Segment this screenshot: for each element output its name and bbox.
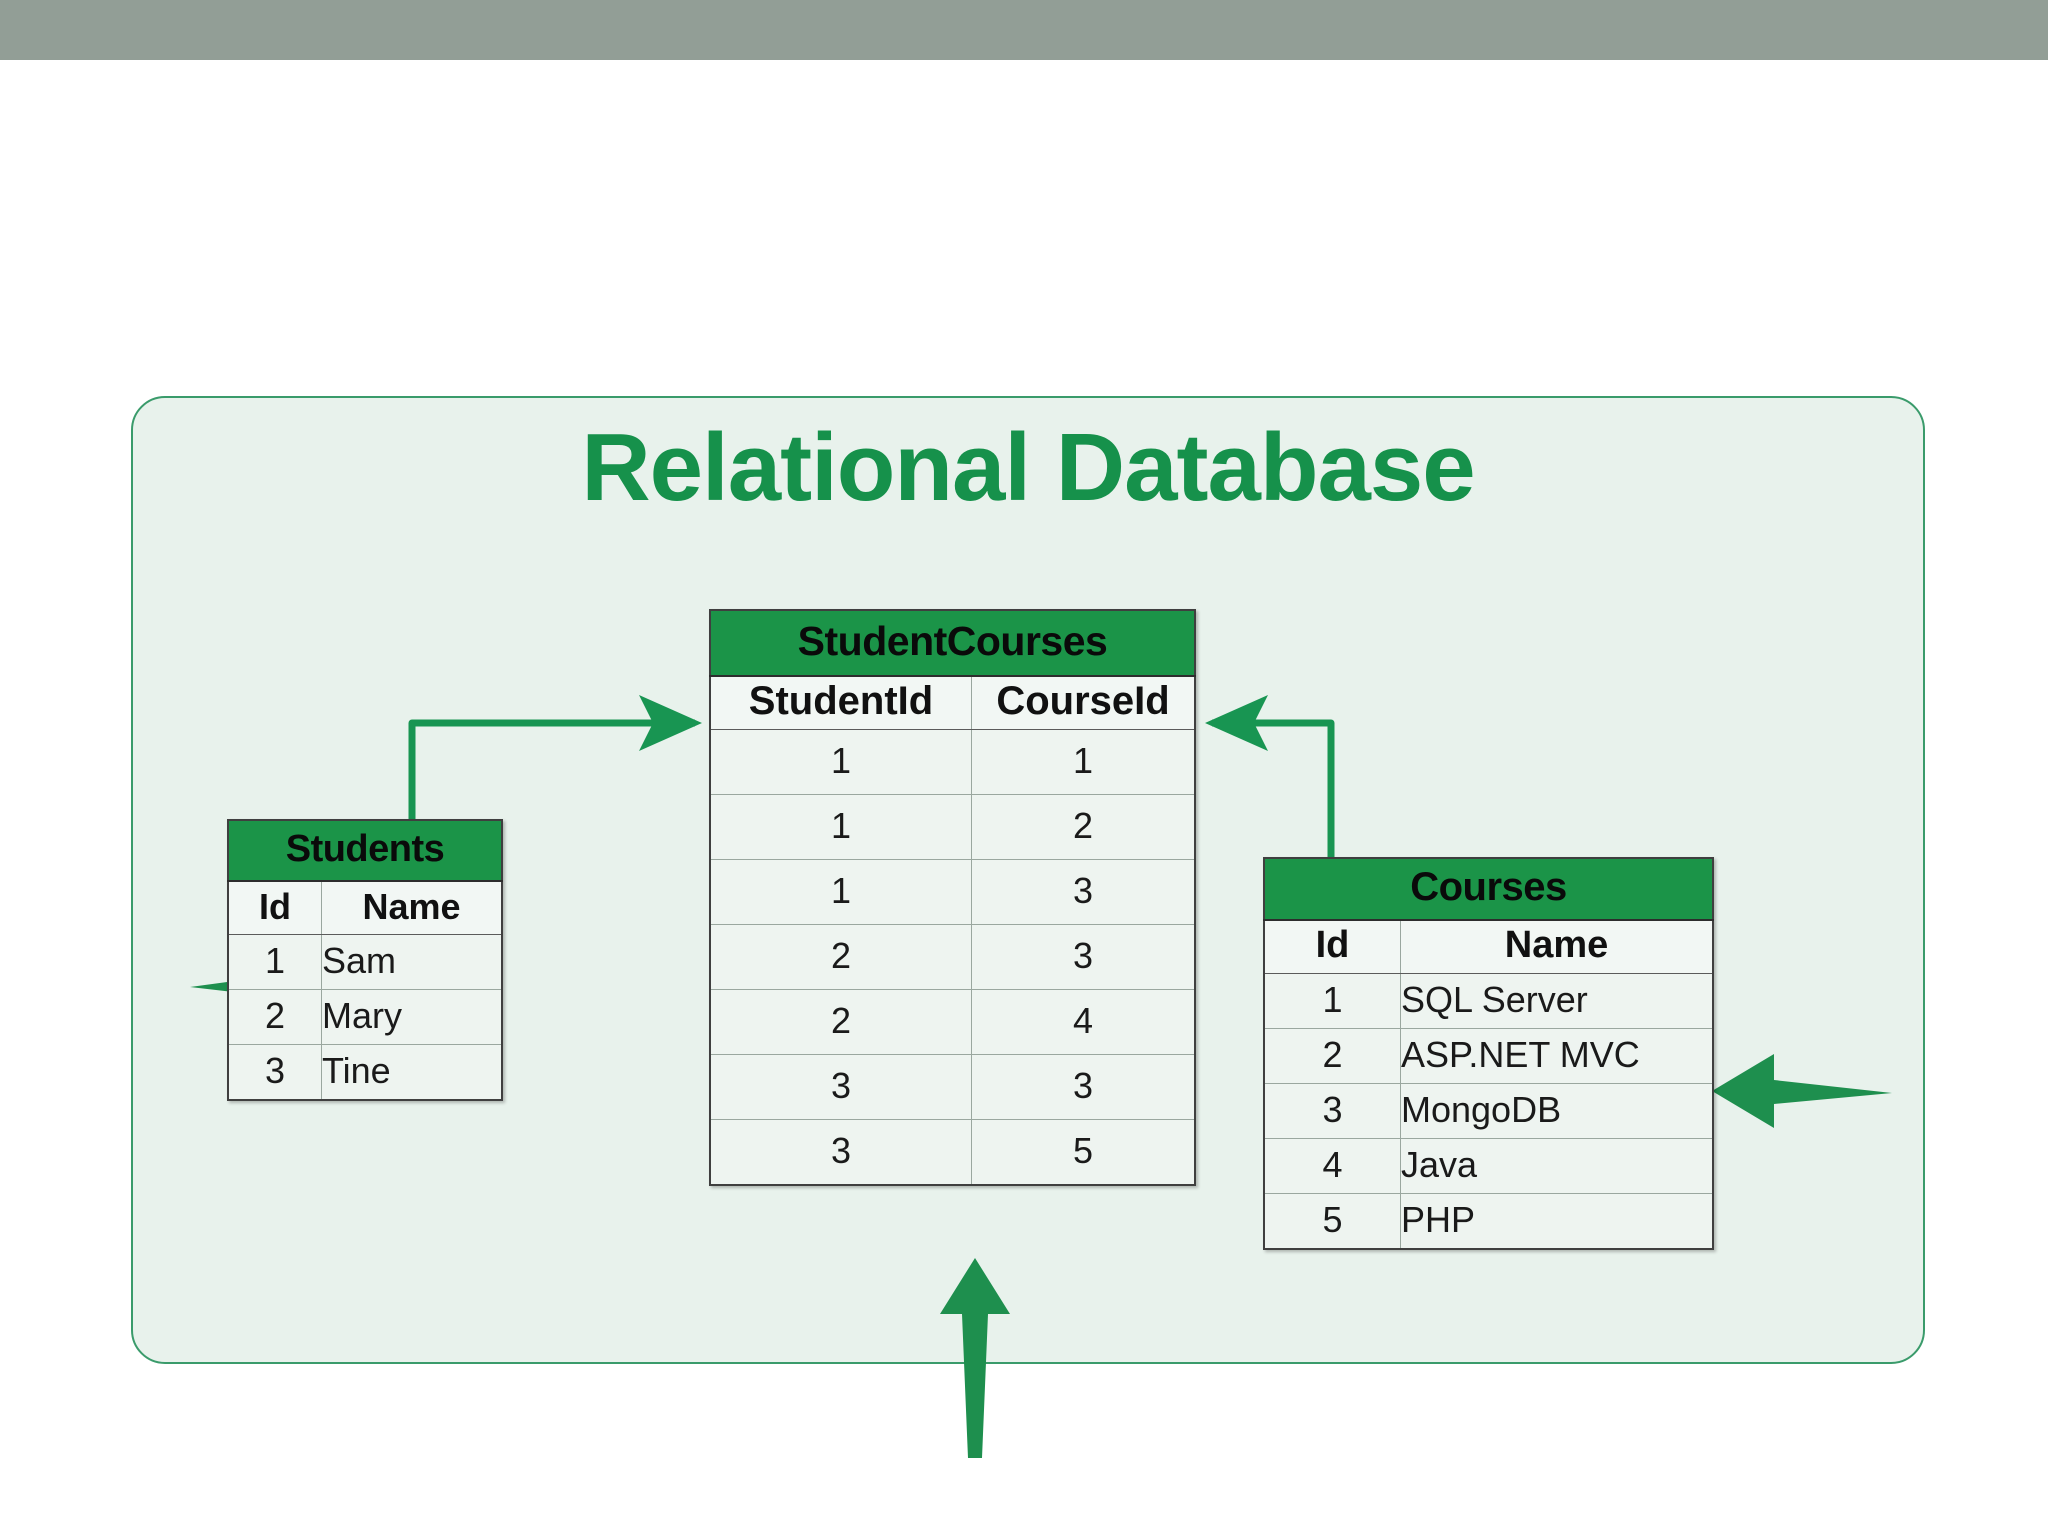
- student-courses-table: StudentCourses StudentId CourseId 1 1 1 …: [709, 609, 1196, 1186]
- courses-cell-id: 3: [1263, 1083, 1401, 1139]
- student-courses-cell-courseid: 5: [971, 1119, 1196, 1186]
- students-cell-name: Sam: [321, 934, 503, 990]
- table-row: 1 Sam: [227, 934, 503, 990]
- student-courses-cell-studentid: 1: [709, 729, 972, 795]
- students-cell-id: 1: [227, 934, 322, 990]
- students-table-header-row: Id Name: [227, 880, 503, 935]
- courses-cell-id: 4: [1263, 1138, 1401, 1194]
- table-row: 3 Tine: [227, 1044, 503, 1101]
- students-table: Students Id Name 1 Sam 2 Mary 3 Tine: [227, 819, 503, 1101]
- student-courses-cell-courseid: 3: [971, 859, 1196, 925]
- student-courses-table-title-row: StudentCourses: [709, 609, 1196, 677]
- courses-column-name: Name: [1400, 919, 1714, 974]
- student-courses-cell-studentid: 3: [709, 1054, 972, 1120]
- table-row: 3 3: [709, 1054, 1196, 1120]
- student-courses-cell-studentid: 2: [709, 989, 972, 1055]
- block-arrow-left-pointer: [1712, 1054, 1892, 1128]
- table-row: 2 4: [709, 989, 1196, 1055]
- table-row: 3 MongoDB: [1263, 1083, 1714, 1139]
- table-row: 2 3: [709, 924, 1196, 990]
- table-row: 1 1: [709, 729, 1196, 795]
- students-table-title: Students: [227, 819, 503, 882]
- courses-cell-name: Java: [1400, 1138, 1714, 1194]
- table-row: 1 3: [709, 859, 1196, 925]
- student-courses-cell-courseid: 2: [971, 794, 1196, 860]
- courses-cell-name: PHP: [1400, 1193, 1714, 1250]
- students-table-title-row: Students: [227, 819, 503, 882]
- student-courses-cell-studentid: 1: [709, 794, 972, 860]
- students-column-name: Name: [321, 880, 503, 935]
- student-courses-cell-studentid: 3: [709, 1119, 972, 1186]
- student-courses-cell-courseid: 4: [971, 989, 1196, 1055]
- student-courses-table-title: StudentCourses: [709, 609, 1196, 677]
- courses-table-header-row: Id Name: [1263, 919, 1714, 974]
- courses-table-title-row: Courses: [1263, 857, 1714, 921]
- courses-cell-id: 5: [1263, 1193, 1401, 1250]
- student-courses-cell-courseid: 3: [971, 1054, 1196, 1120]
- table-row: 3 5: [709, 1119, 1196, 1186]
- student-courses-cell-courseid: 1: [971, 729, 1196, 795]
- table-row: 2 Mary: [227, 989, 503, 1045]
- courses-column-id: Id: [1263, 919, 1401, 974]
- table-row: 4 Java: [1263, 1138, 1714, 1194]
- block-arrow-up-pointer: [940, 1258, 1010, 1458]
- students-cell-id: 2: [227, 989, 322, 1045]
- courses-cell-name: ASP.NET MVC: [1400, 1028, 1714, 1084]
- student-courses-cell-studentid: 1: [709, 859, 972, 925]
- courses-cell-id: 1: [1263, 973, 1401, 1029]
- courses-table: Courses Id Name 1 SQL Server 2 ASP.NET M…: [1263, 857, 1714, 1250]
- students-cell-name: Tine: [321, 1044, 503, 1101]
- courses-cell-name: MongoDB: [1400, 1083, 1714, 1139]
- student-courses-cell-studentid: 2: [709, 924, 972, 990]
- courses-cell-id: 2: [1263, 1028, 1401, 1084]
- table-row: 1 SQL Server: [1263, 973, 1714, 1029]
- courses-table-title: Courses: [1263, 857, 1714, 921]
- table-row: 5 PHP: [1263, 1193, 1714, 1250]
- table-row: 2 ASP.NET MVC: [1263, 1028, 1714, 1084]
- courses-cell-name: SQL Server: [1400, 973, 1714, 1029]
- students-cell-id: 3: [227, 1044, 322, 1101]
- student-courses-column-courseid: CourseId: [971, 675, 1196, 730]
- page-title: Relational Database: [581, 414, 1475, 521]
- students-cell-name: Mary: [321, 989, 503, 1045]
- students-column-id: Id: [227, 880, 322, 935]
- student-courses-table-header-row: StudentId CourseId: [709, 675, 1196, 730]
- table-row: 1 2: [709, 794, 1196, 860]
- top-decorative-bar: [0, 0, 2048, 60]
- student-courses-column-studentid: StudentId: [709, 675, 972, 730]
- student-courses-cell-courseid: 3: [971, 924, 1196, 990]
